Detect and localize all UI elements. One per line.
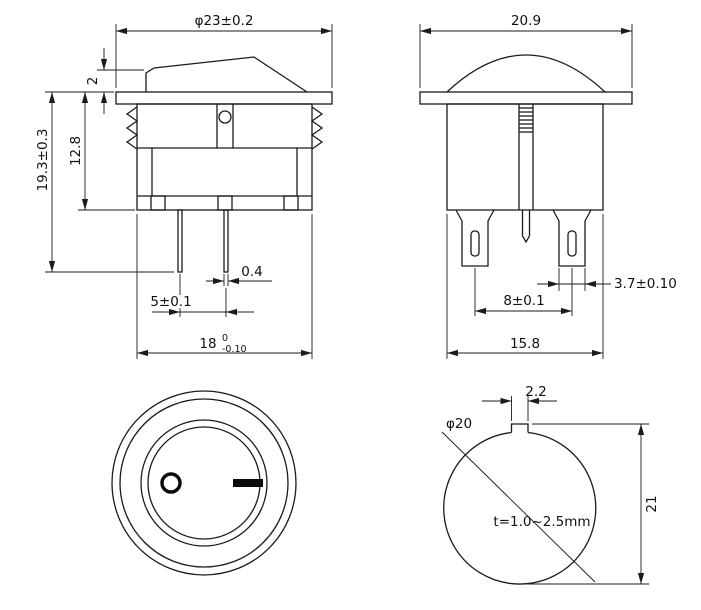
dim-base-width-tol-lower: -0.10 (222, 344, 247, 355)
diameter-leader-line (441, 431, 596, 583)
terminal-base-right (283, 195, 299, 211)
switch-body (136, 103, 313, 211)
flange (115, 91, 333, 105)
terminal-base-center (217, 195, 233, 211)
rocker-rim-circle (140, 419, 268, 547)
dim-front-base-width: 15.8 (510, 336, 540, 352)
dim-notch-width: 2.2 (525, 384, 546, 400)
shaft-spring-hatch (519, 107, 533, 133)
front-view: 20.9 3.7±0.10 8±0.1 15.8 (419, 13, 677, 359)
on-symbol-bar (233, 479, 263, 487)
flange (419, 91, 633, 105)
side-view-outline (115, 56, 333, 273)
dim-rocker-height: 2 (85, 77, 101, 86)
terminal-base-left (150, 195, 166, 211)
center-pin (521, 210, 531, 244)
dim-hole-diameter: φ20 (446, 416, 472, 432)
rocker-profile (145, 56, 308, 93)
off-symbol-circle (160, 472, 182, 494)
dim-total-height: 19.3±0.3 (35, 129, 51, 192)
dim-body-height: 12.8 (68, 136, 84, 166)
dim-cutout-height: 21 (644, 495, 660, 512)
dim-base-width-tol-upper: 0 (222, 333, 228, 344)
pin-left (177, 209, 183, 273)
blade-terminal-left (455, 209, 495, 267)
panel-thickness-note: t=1.0~2.5mm (493, 514, 590, 530)
switch-body (446, 103, 604, 211)
dim-front-width: 20.9 (511, 13, 541, 29)
terminal-slot-left (470, 230, 480, 257)
bezel-outer-circle (111, 390, 297, 576)
bezel-inner-circle (119, 398, 289, 568)
dim-pin-thickness: 0.4 (241, 264, 262, 280)
cutout-view: φ20 t=1.0~2.5mm 2.2 21 (441, 384, 660, 585)
blade-terminal-right (552, 209, 592, 267)
pin-right (223, 209, 229, 273)
cutout-circle (443, 431, 597, 585)
rocker-dome (446, 54, 606, 93)
front-view-dimensions: 20.9 3.7±0.10 8±0.1 15.8 (419, 13, 677, 359)
cutout-notch (510, 423, 529, 433)
right-mounting-clip (310, 106, 324, 150)
front-view-outline (419, 54, 633, 267)
side-view: φ23±0.2 2 12.8 19.3±0.3 0.4 (35, 13, 333, 359)
dim-terminal-width: 3.7±0.10 (614, 276, 677, 292)
dim-base-width: 18 (199, 336, 216, 352)
terminal-slot-right (567, 230, 577, 257)
face-view (111, 390, 297, 576)
dim-phi23: φ23±0.2 (195, 13, 254, 29)
left-mounting-clip (125, 106, 139, 150)
side-view-dimensions: φ23±0.2 2 12.8 19.3±0.3 0.4 (35, 13, 333, 359)
pivot-pin (218, 110, 232, 124)
dim-pin-pitch: 5±0.1 (150, 294, 191, 310)
dim-terminal-pitch: 8±0.1 (503, 293, 544, 309)
